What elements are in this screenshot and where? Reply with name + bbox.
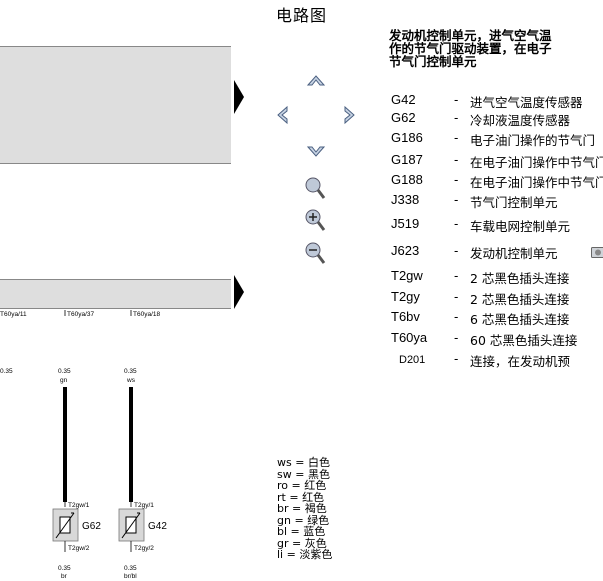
middle-panel <box>0 279 231 309</box>
component-heading: 发动机控制单元，进气空气温 作的节气门驱动装置，在电子 节气门控制单元 <box>389 29 603 68</box>
wire-g42 <box>129 387 133 502</box>
legend-item-g186: G186 - 电子油门操作的节气门 <box>391 130 596 148</box>
svg-text:T2gw/1: T2gw/1 <box>68 502 90 509</box>
legend-code: G187 <box>391 152 423 167</box>
wire-gauge: 0.35 <box>58 565 71 572</box>
legend-desc: 电子油门操作的节气门 <box>470 133 596 148</box>
wire-color: br/bl <box>124 573 137 580</box>
pan-left-icon[interactable] <box>272 104 294 126</box>
legend-desc: 发动机控制单元 <box>470 246 558 261</box>
svg-text:T2gy/2: T2gy/2 <box>134 545 154 552</box>
legend-desc: 连接，在发动机预 <box>470 354 571 369</box>
sensor-label: G42 <box>148 521 167 532</box>
wire-color: gn <box>60 377 68 384</box>
legend-desc: 车载电网控制单元 <box>470 219 571 234</box>
page-title: 电路图 <box>275 6 327 25</box>
legend-desc: 在电子油门操作中节气门 <box>470 175 603 190</box>
pan-up-icon[interactable] <box>305 70 327 92</box>
legend-item-j519: J519 - 车载电网控制单元 <box>391 216 571 234</box>
legend-desc: 2 芯黑色插头连接 <box>470 271 570 286</box>
legend-item-j623: J623 - 发动机控制单元 <box>391 243 603 261</box>
legend-item-j338: J338 - 节气门控制单元 <box>391 192 558 210</box>
heading-line-3: 节气门控制单元 <box>389 54 477 68</box>
connector-label: T60ya/11 <box>0 311 27 318</box>
circuit-diagram[interactable]: T60ya/11 T60ya/37 T60ya/18 0.35 0.35 gn … <box>0 307 232 581</box>
pan-down-icon[interactable] <box>305 140 327 162</box>
legend-code: J338 <box>391 192 420 207</box>
pan-right-icon[interactable] <box>338 104 360 126</box>
color-row: ws = 白色 <box>277 456 330 469</box>
legend-item-g187: G187 - 在电子油门操作中节气门 <box>391 152 603 170</box>
legend-code: D201 <box>399 354 426 366</box>
heading-line-1: 发动机控制单元，进气空气温 <box>389 29 552 43</box>
legend-item-t6bv: T6bv - 6 芯黑色插头连接 <box>391 309 570 327</box>
legend-code: J519 <box>391 216 420 231</box>
heading-line-2: 作的节气门驱动装置，在电子 <box>389 41 552 56</box>
wire-color: br <box>61 573 68 580</box>
expand-top-arrow-icon[interactable] <box>234 80 244 114</box>
color-row: gn = 绿色 <box>277 513 330 527</box>
legend-code: T60ya <box>391 330 428 345</box>
legend-item-t60ya: T60ya - 60 芯黑色插头连接 <box>391 330 578 348</box>
legend-code: G42 <box>391 92 416 107</box>
connector-label: T60ya/18 <box>133 311 160 318</box>
zoom-fit-icon[interactable] <box>303 175 327 203</box>
legend-desc: 2 芯黑色插头连接 <box>470 292 570 307</box>
color-row: rt = 红色 <box>277 490 325 504</box>
legend-code: G186 <box>391 130 423 145</box>
svg-text:T2gw/2: T2gw/2 <box>68 545 90 552</box>
color-row: bl = 蓝色 <box>277 525 326 538</box>
wire-g62 <box>63 387 67 502</box>
legend-desc: 节气门控制单元 <box>470 195 558 210</box>
camera-icon[interactable] <box>591 245 603 258</box>
wire-gauge: 0.35 <box>124 565 137 572</box>
wire-color: ws <box>126 377 136 384</box>
svg-text:T2gy/1: T2gy/1 <box>134 502 154 509</box>
legend-code: T6bv <box>391 309 420 324</box>
legend-item-t2gy: T2gy - 2 芯黑色插头连接 <box>391 289 570 307</box>
legend-code: J623 <box>391 243 420 258</box>
legend-code: G188 <box>391 172 423 187</box>
wire-color-legend: ws = 白色 sw = 黑色 ro = 红色 rt = 红色 br = 褐色 … <box>277 457 332 561</box>
legend-item-g188: G188 - 在电子油门操作中节气门 <box>391 172 603 190</box>
connector-label: T60ya/37 <box>67 311 94 318</box>
legend-code: G62 <box>391 110 416 125</box>
color-row: br = 褐色 <box>277 502 327 515</box>
legend-item-t2gw: T2gw - 2 芯黑色插头连接 <box>391 268 570 286</box>
sensor-label: G62 <box>82 521 101 532</box>
legend-code: T2gy <box>391 289 420 304</box>
legend-desc: 60 芯黑色插头连接 <box>470 333 578 348</box>
color-row: sw = 黑色 <box>277 467 330 481</box>
zoom-out-icon[interactable] <box>303 240 327 268</box>
legend-desc: 在电子油门操作中节气门 <box>470 155 603 170</box>
top-panel-body <box>0 70 231 164</box>
legend-item-g42: G42 - 进气空气温度传感器 <box>391 92 583 110</box>
legend-desc: 进气空气温度传感器 <box>470 95 583 110</box>
legend-code: T2gw <box>391 268 423 283</box>
wire-gauge: 0.35 <box>58 368 71 375</box>
wire-gauge: 0.35 <box>0 368 13 375</box>
color-row: gr = 灰色 <box>277 536 327 550</box>
expand-middle-arrow-icon[interactable] <box>234 275 244 309</box>
legend-item-g62: G62 - 冷却液温度传感器 <box>391 110 571 128</box>
legend-desc: 6 芯黑色插头连接 <box>470 312 570 327</box>
wire-gauge: 0.35 <box>124 368 137 375</box>
legend-desc: 冷却液温度传感器 <box>470 113 571 128</box>
top-panel-header <box>0 46 231 71</box>
color-row: ro = 红色 <box>277 479 327 492</box>
legend-item-d201: D201 - 连接，在发动机预 <box>399 351 571 369</box>
zoom-in-icon[interactable] <box>303 207 327 235</box>
color-row: li = 淡紫色 <box>277 548 333 561</box>
